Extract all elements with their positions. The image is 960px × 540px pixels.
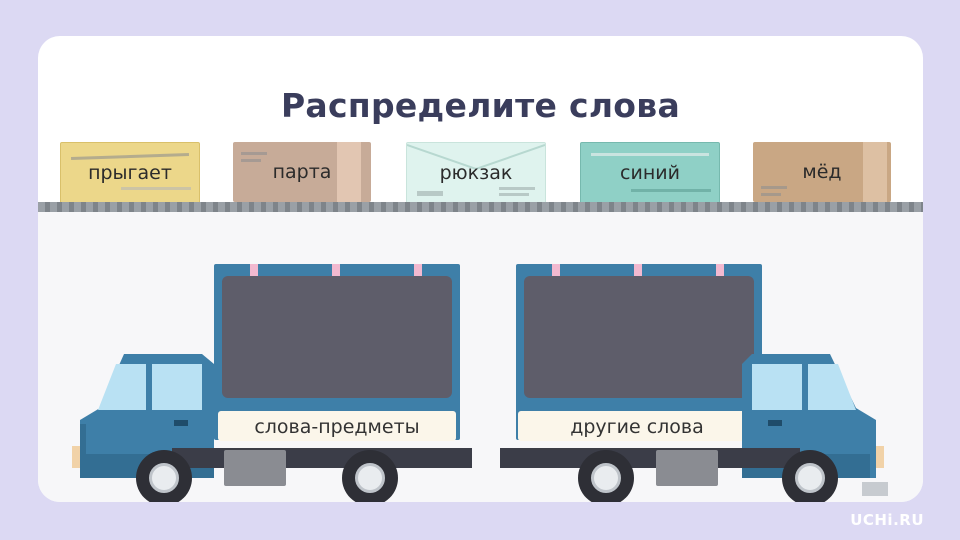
wheel-icon (578, 450, 634, 502)
wheel-icon (136, 450, 192, 502)
word-package-1[interactable]: прыгает (60, 142, 200, 204)
truck-other-words[interactable]: другие слова (480, 264, 900, 502)
task-card: Распределите слова прыгает парта рюкзак … (38, 36, 923, 502)
conveyor-belt (38, 202, 923, 214)
envelope-flap (407, 144, 545, 196)
word-package-5[interactable]: мёд (753, 142, 891, 202)
truck-cargo-box[interactable] (516, 264, 762, 440)
word-label: синий (620, 162, 680, 184)
drop-zone[interactable] (524, 276, 754, 398)
truck-nouns[interactable]: слова-предметы (72, 264, 492, 502)
word-label: мёд (802, 161, 842, 183)
word-package-3[interactable]: рюкзак (406, 142, 546, 204)
word-label: рюкзак (439, 162, 513, 184)
word-label: прыгает (88, 162, 172, 184)
brand-watermark: UCHi.RU (850, 511, 924, 529)
truck-cab (72, 354, 214, 478)
word-label: парта (272, 161, 332, 183)
wheel-icon (782, 450, 838, 502)
truck-cargo-box[interactable] (214, 264, 460, 440)
truck-label: другие слова (518, 411, 756, 441)
truck-label: слова-предметы (218, 411, 456, 441)
word-package-4[interactable]: синий (580, 142, 720, 204)
drop-zone[interactable] (222, 276, 452, 398)
page-title: Распределите слова (280, 86, 681, 125)
wheel-icon (342, 450, 398, 502)
word-package-2[interactable]: парта (233, 142, 371, 202)
